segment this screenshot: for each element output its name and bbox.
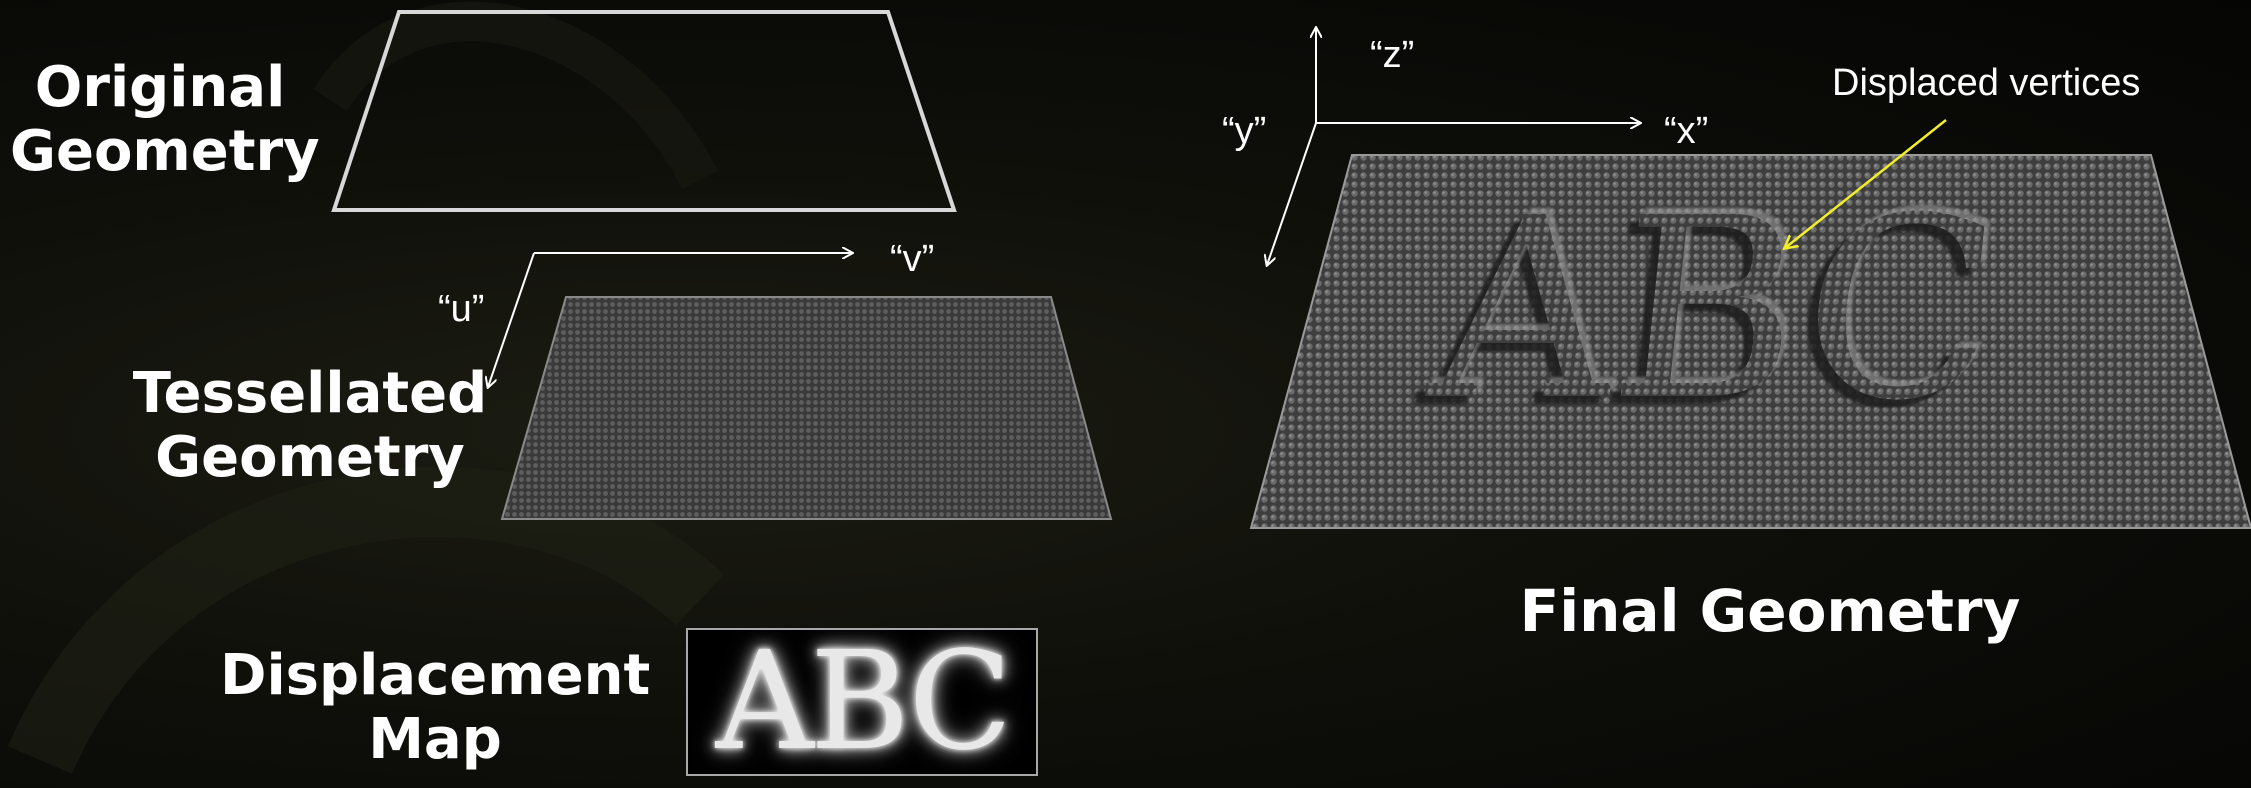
displacement-label-line1: Displacement bbox=[220, 643, 651, 708]
original-label-line1: Original bbox=[34, 55, 286, 120]
displacement-map-image: ABC bbox=[686, 628, 1038, 776]
y-axis-arrow bbox=[1267, 122, 1317, 265]
svg-text:ABC: ABC bbox=[1408, 173, 2001, 464]
z-axis-label: “z” bbox=[1370, 34, 1415, 76]
displacement-map-text: ABC bbox=[715, 628, 1013, 776]
svg-text:ABC: ABC bbox=[1424, 159, 2017, 450]
final-geometry-label: Final Geometry bbox=[1519, 577, 2021, 645]
tessellated-label-line2: Geometry bbox=[155, 425, 465, 491]
v-axis-label: “v” bbox=[890, 238, 935, 280]
background-swirl bbox=[7, 467, 725, 775]
final-geometry-plane bbox=[1249, 154, 2251, 529]
x-axis-label: “x” bbox=[1664, 110, 1709, 152]
background-swirl-top bbox=[313, 1, 718, 190]
original-geometry-plane bbox=[331, 10, 957, 212]
displaced-relief: ABC ABC ABC bbox=[1408, 159, 2017, 464]
displacement-map-label: Displacement Map bbox=[220, 643, 651, 773]
displaced-vertices-label: Displaced vertices bbox=[1832, 62, 2141, 104]
u-axis-label: “u” bbox=[438, 288, 485, 330]
relief-text: ABC bbox=[1418, 165, 2011, 456]
callout-arrow bbox=[1785, 119, 1947, 248]
displacement-label-line2: Map bbox=[368, 707, 502, 773]
tessellated-geometry-plane bbox=[500, 296, 1113, 520]
original-label-line2: Geometry bbox=[10, 119, 320, 185]
tessellated-label-line1: Tessellated bbox=[132, 361, 488, 426]
tessellated-geometry-label: Tessellated Geometry bbox=[130, 361, 490, 491]
y-axis-label: “y” bbox=[1222, 110, 1267, 152]
u-axis-arrow bbox=[488, 252, 535, 387]
original-geometry-label: Original Geometry bbox=[10, 55, 320, 185]
